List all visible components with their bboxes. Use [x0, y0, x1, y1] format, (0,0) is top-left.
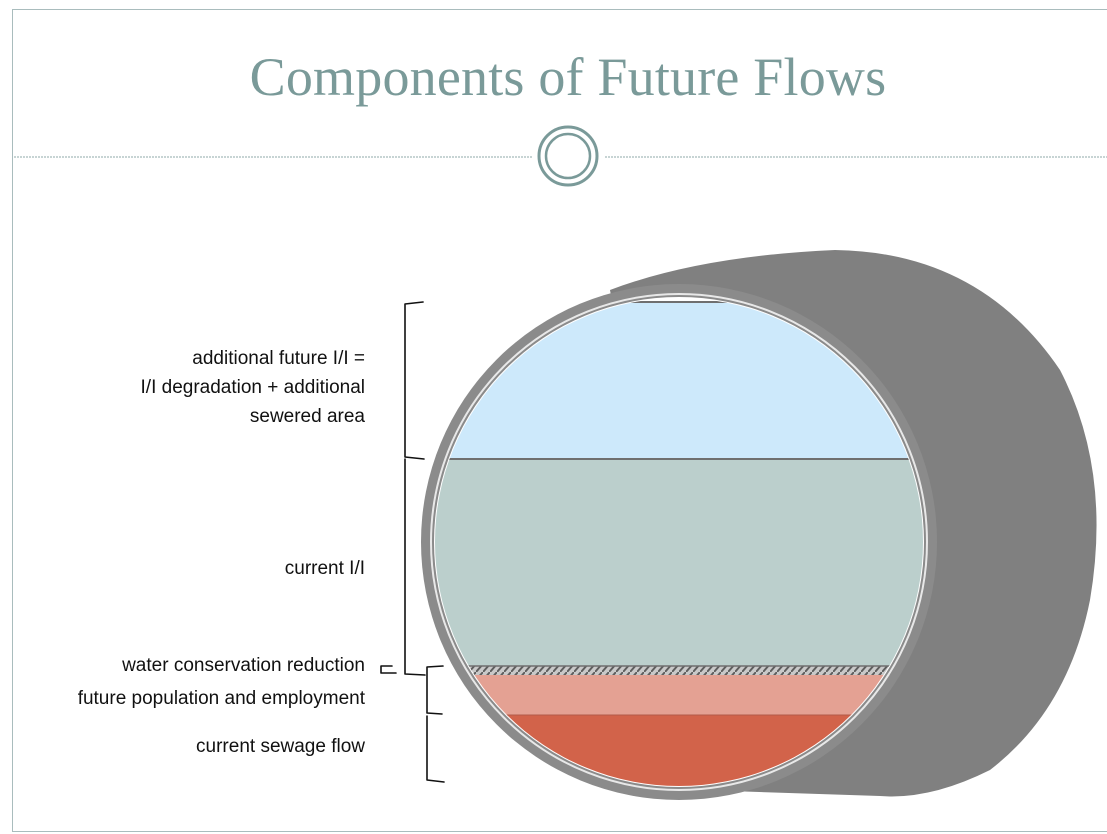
layer-future-population	[435, 675, 923, 715]
label-additional-future-ii-line-3: sewered area	[249, 406, 365, 427]
slide-frame	[12, 9, 1107, 832]
slide-title: Components of Future Flows	[249, 47, 887, 107]
layer-current-ii	[435, 459, 923, 666]
label-additional-future-ii: additional future I/I = I/I degradation …	[141, 344, 365, 431]
bracket-additional-future-ii	[404, 301, 425, 460]
label-current-ii: current I/I	[284, 558, 365, 579]
bracket-current-ii	[404, 458, 426, 676]
label-future-population-employment: future population and employment	[77, 688, 365, 709]
header-ring-inner	[544, 132, 592, 180]
bracket-water-conservation	[380, 665, 397, 674]
label-water-conservation-reduction: water conservation reduction	[122, 655, 365, 676]
label-additional-future-ii-line-1: additional future I/I =	[192, 348, 365, 369]
pipe-opening-highlight	[430, 293, 928, 791]
bracket-current-sewage	[426, 715, 445, 783]
label-current-sewage-flow: current sewage flow	[196, 736, 365, 757]
label-additional-future-ii-line-2: I/I degradation + additional	[140, 377, 365, 398]
bracket-future-population	[426, 665, 444, 715]
layer-water-conservation	[435, 666, 923, 675]
